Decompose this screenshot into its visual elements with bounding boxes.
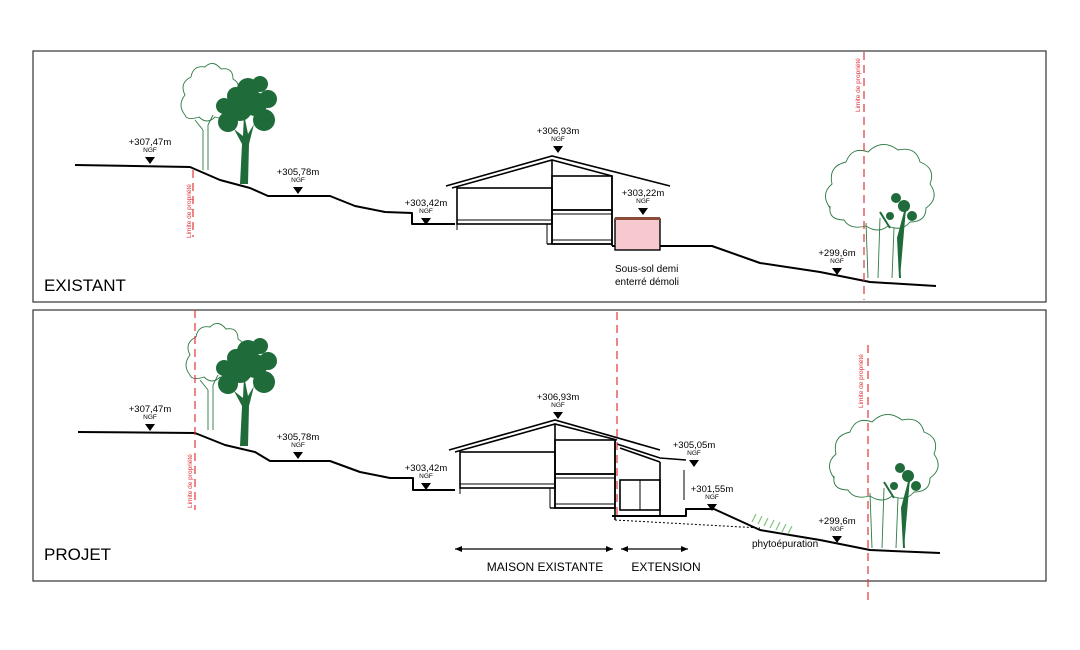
panel-title: EXISTANT bbox=[44, 276, 126, 295]
ground-line-right bbox=[612, 245, 937, 287]
property-label-left: Limite de propriété bbox=[186, 184, 193, 238]
elevation-marker: +303,22m NGF bbox=[622, 188, 665, 215]
demolition-note-line2: enterré démoli bbox=[615, 277, 679, 288]
elevation-marker: +303,42m NGF bbox=[405, 198, 448, 225]
svg-text:NGF: NGF bbox=[687, 450, 701, 457]
svg-text:NGF: NGF bbox=[291, 442, 305, 449]
tree-right bbox=[828, 413, 940, 549]
demolished-basement-slab bbox=[615, 217, 660, 220]
svg-text:MAISON EXISTANTE: MAISON EXISTANTE bbox=[487, 560, 603, 574]
elevation-marker: +306,93m NGF bbox=[537, 392, 580, 419]
svg-text:NGF: NGF bbox=[291, 177, 305, 184]
elevation-marker: +305,78m NGF bbox=[277, 432, 320, 459]
dimension-extension: EXTENSION bbox=[621, 546, 701, 574]
tree-left-dark bbox=[216, 76, 277, 184]
house-existing bbox=[445, 155, 671, 246]
house-existing bbox=[448, 419, 661, 509]
svg-text:+303,42m: +303,42m bbox=[405, 463, 448, 474]
tree-left-dark bbox=[216, 338, 277, 446]
svg-text:NGF: NGF bbox=[636, 198, 650, 205]
panel-frame bbox=[32, 309, 1047, 582]
elevation-marker: +299,6m NGF bbox=[818, 516, 856, 543]
svg-text:+301,55m: +301,55m bbox=[691, 484, 734, 495]
house-extension bbox=[614, 440, 761, 529]
property-label-right: Limite de propriété bbox=[858, 354, 865, 408]
panel-projet: Limite de propriété Limite de propriété … bbox=[32, 309, 1047, 605]
phyto-planting bbox=[751, 513, 793, 535]
ground-line bbox=[77, 431, 455, 491]
panel-title: PROJET bbox=[44, 545, 111, 564]
panel-existant: Limite de propriété Limite de propriété … bbox=[32, 50, 1047, 303]
elevation-marker: +307,47m NGF bbox=[129, 137, 172, 164]
elevation-marker: +301,55m NGF bbox=[691, 484, 734, 511]
property-label-right: Limite de propriété bbox=[855, 58, 862, 112]
ground-line-right bbox=[612, 508, 941, 554]
svg-text:+305,78m: +305,78m bbox=[277, 167, 320, 178]
svg-text:+306,93m: +306,93m bbox=[537, 126, 580, 137]
elevation-marker: +307,47m NGF bbox=[129, 404, 172, 431]
svg-text:+299,6m: +299,6m bbox=[818, 248, 855, 259]
svg-text:+299,6m: +299,6m bbox=[818, 516, 855, 527]
svg-text:NGF: NGF bbox=[830, 526, 844, 533]
svg-text:NGF: NGF bbox=[143, 414, 157, 421]
ground-line bbox=[74, 164, 455, 225]
panel-frame bbox=[32, 50, 1047, 303]
svg-text:+307,47m: +307,47m bbox=[129, 137, 172, 148]
property-label-left: Limite de propriété bbox=[187, 454, 194, 508]
elevation-marker: +299,6m NGF bbox=[818, 248, 856, 275]
svg-text:+307,47m: +307,47m bbox=[129, 404, 172, 415]
svg-text:NGF: NGF bbox=[705, 494, 719, 501]
svg-text:NGF: NGF bbox=[551, 136, 565, 143]
svg-text:+305,05m: +305,05m bbox=[673, 440, 716, 451]
svg-text:+306,93m: +306,93m bbox=[537, 392, 580, 403]
elevation-marker: +303,42m NGF bbox=[405, 463, 448, 490]
phyto-label: phytoépuration bbox=[752, 539, 818, 550]
demolished-basement bbox=[614, 218, 661, 251]
svg-text:+303,22m: +303,22m bbox=[622, 188, 665, 199]
demolition-note-line1: Sous-sol demi bbox=[615, 264, 678, 275]
svg-text:NGF: NGF bbox=[419, 208, 433, 215]
svg-text:NGF: NGF bbox=[419, 473, 433, 480]
svg-text:NGF: NGF bbox=[143, 147, 157, 154]
svg-text:EXTENSION: EXTENSION bbox=[631, 560, 700, 574]
elevation-marker: +305,05m NGF bbox=[673, 440, 716, 467]
dimension-maison-existante: MAISON EXISTANTE bbox=[455, 546, 613, 574]
elevation-marker: +306,93m NGF bbox=[537, 126, 580, 153]
elevation-marker: +305,78m NGF bbox=[277, 167, 320, 194]
svg-text:+303,42m: +303,42m bbox=[405, 198, 448, 209]
svg-text:+305,78m: +305,78m bbox=[277, 432, 320, 443]
svg-text:NGF: NGF bbox=[551, 402, 565, 409]
svg-text:NGF: NGF bbox=[830, 258, 844, 265]
